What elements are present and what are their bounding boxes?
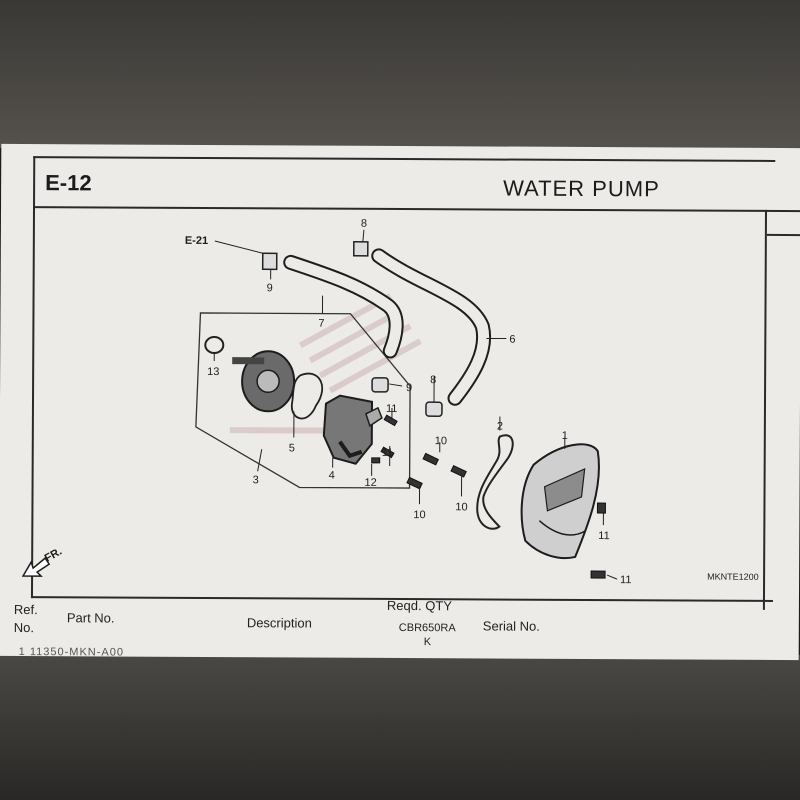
watermark bbox=[229, 293, 422, 434]
callout-11-c: 11 bbox=[598, 530, 609, 542]
callout-12: 12 bbox=[365, 477, 377, 489]
column-model-variant: K bbox=[423, 636, 432, 649]
leader-lines bbox=[213, 229, 618, 580]
callout-13: 13 bbox=[207, 366, 219, 378]
callout-10-b: 10 bbox=[455, 501, 467, 513]
clamp-9-lower bbox=[371, 377, 389, 393]
callout-6: 6 bbox=[509, 334, 515, 346]
parts-catalog-page: E-12 WATER PUMP bbox=[0, 143, 800, 661]
exploded-parts-diagram: 1 2 3 4 5 6 7 8 8 9 9 10 10 10 11 11 11 … bbox=[21, 218, 759, 586]
background-bottom bbox=[0, 655, 800, 800]
clamp-9-upper bbox=[261, 252, 278, 271]
column-reqd-qty: Reqd. QTY bbox=[386, 597, 453, 614]
pump-body-3 bbox=[232, 350, 296, 413]
partial-row-text: 1 11350-MKN-A00 bbox=[18, 646, 125, 659]
callout-7: 7 bbox=[318, 318, 324, 330]
callout-8-lower: 8 bbox=[430, 374, 436, 386]
callout-11-d: 11 bbox=[620, 574, 631, 586]
callout-10-c: 10 bbox=[413, 509, 425, 521]
column-model: CBR650RA bbox=[398, 621, 456, 635]
clamp-8-upper bbox=[353, 241, 369, 257]
column-ref-bottom: No. bbox=[13, 619, 35, 636]
callout-9-upper: 9 bbox=[267, 282, 273, 294]
callout-11-a: 11 bbox=[386, 403, 397, 415]
column-ref-top: Ref. bbox=[13, 601, 38, 618]
callout-2: 2 bbox=[497, 421, 503, 433]
callout-9-lower: 9 bbox=[406, 382, 412, 394]
callout-4: 4 bbox=[329, 470, 335, 482]
parts-table-header: Ref. No. Part No. Description Reqd. QTY … bbox=[0, 596, 799, 660]
callout-3: 3 bbox=[253, 474, 259, 486]
column-description: Description bbox=[246, 615, 312, 631]
front-arrow-label: FR. bbox=[43, 546, 64, 565]
column-serial-no: Serial No. bbox=[482, 618, 540, 634]
callout-5: 5 bbox=[289, 442, 295, 454]
ref-section-label: E-21 bbox=[185, 235, 208, 247]
background-top bbox=[0, 0, 800, 148]
callout-11-b: 11 bbox=[382, 447, 393, 459]
column-part-no: Part No. bbox=[66, 610, 115, 626]
clamp-8-lower bbox=[425, 401, 443, 417]
callout-10-a: 10 bbox=[435, 435, 447, 447]
cover-1 bbox=[520, 443, 600, 560]
bolts bbox=[371, 414, 606, 579]
callout-8-upper: 8 bbox=[361, 218, 367, 230]
callout-1: 1 bbox=[562, 430, 568, 442]
gasket-2 bbox=[476, 434, 514, 530]
gasket-5 bbox=[291, 372, 324, 420]
drawing-code: MKNTE1200 bbox=[707, 572, 759, 582]
front-arrow-icon: FR. bbox=[21, 546, 64, 577]
pump-cover-4 bbox=[322, 394, 383, 465]
o-ring-13 bbox=[204, 336, 225, 355]
assembly-outline bbox=[195, 312, 411, 489]
